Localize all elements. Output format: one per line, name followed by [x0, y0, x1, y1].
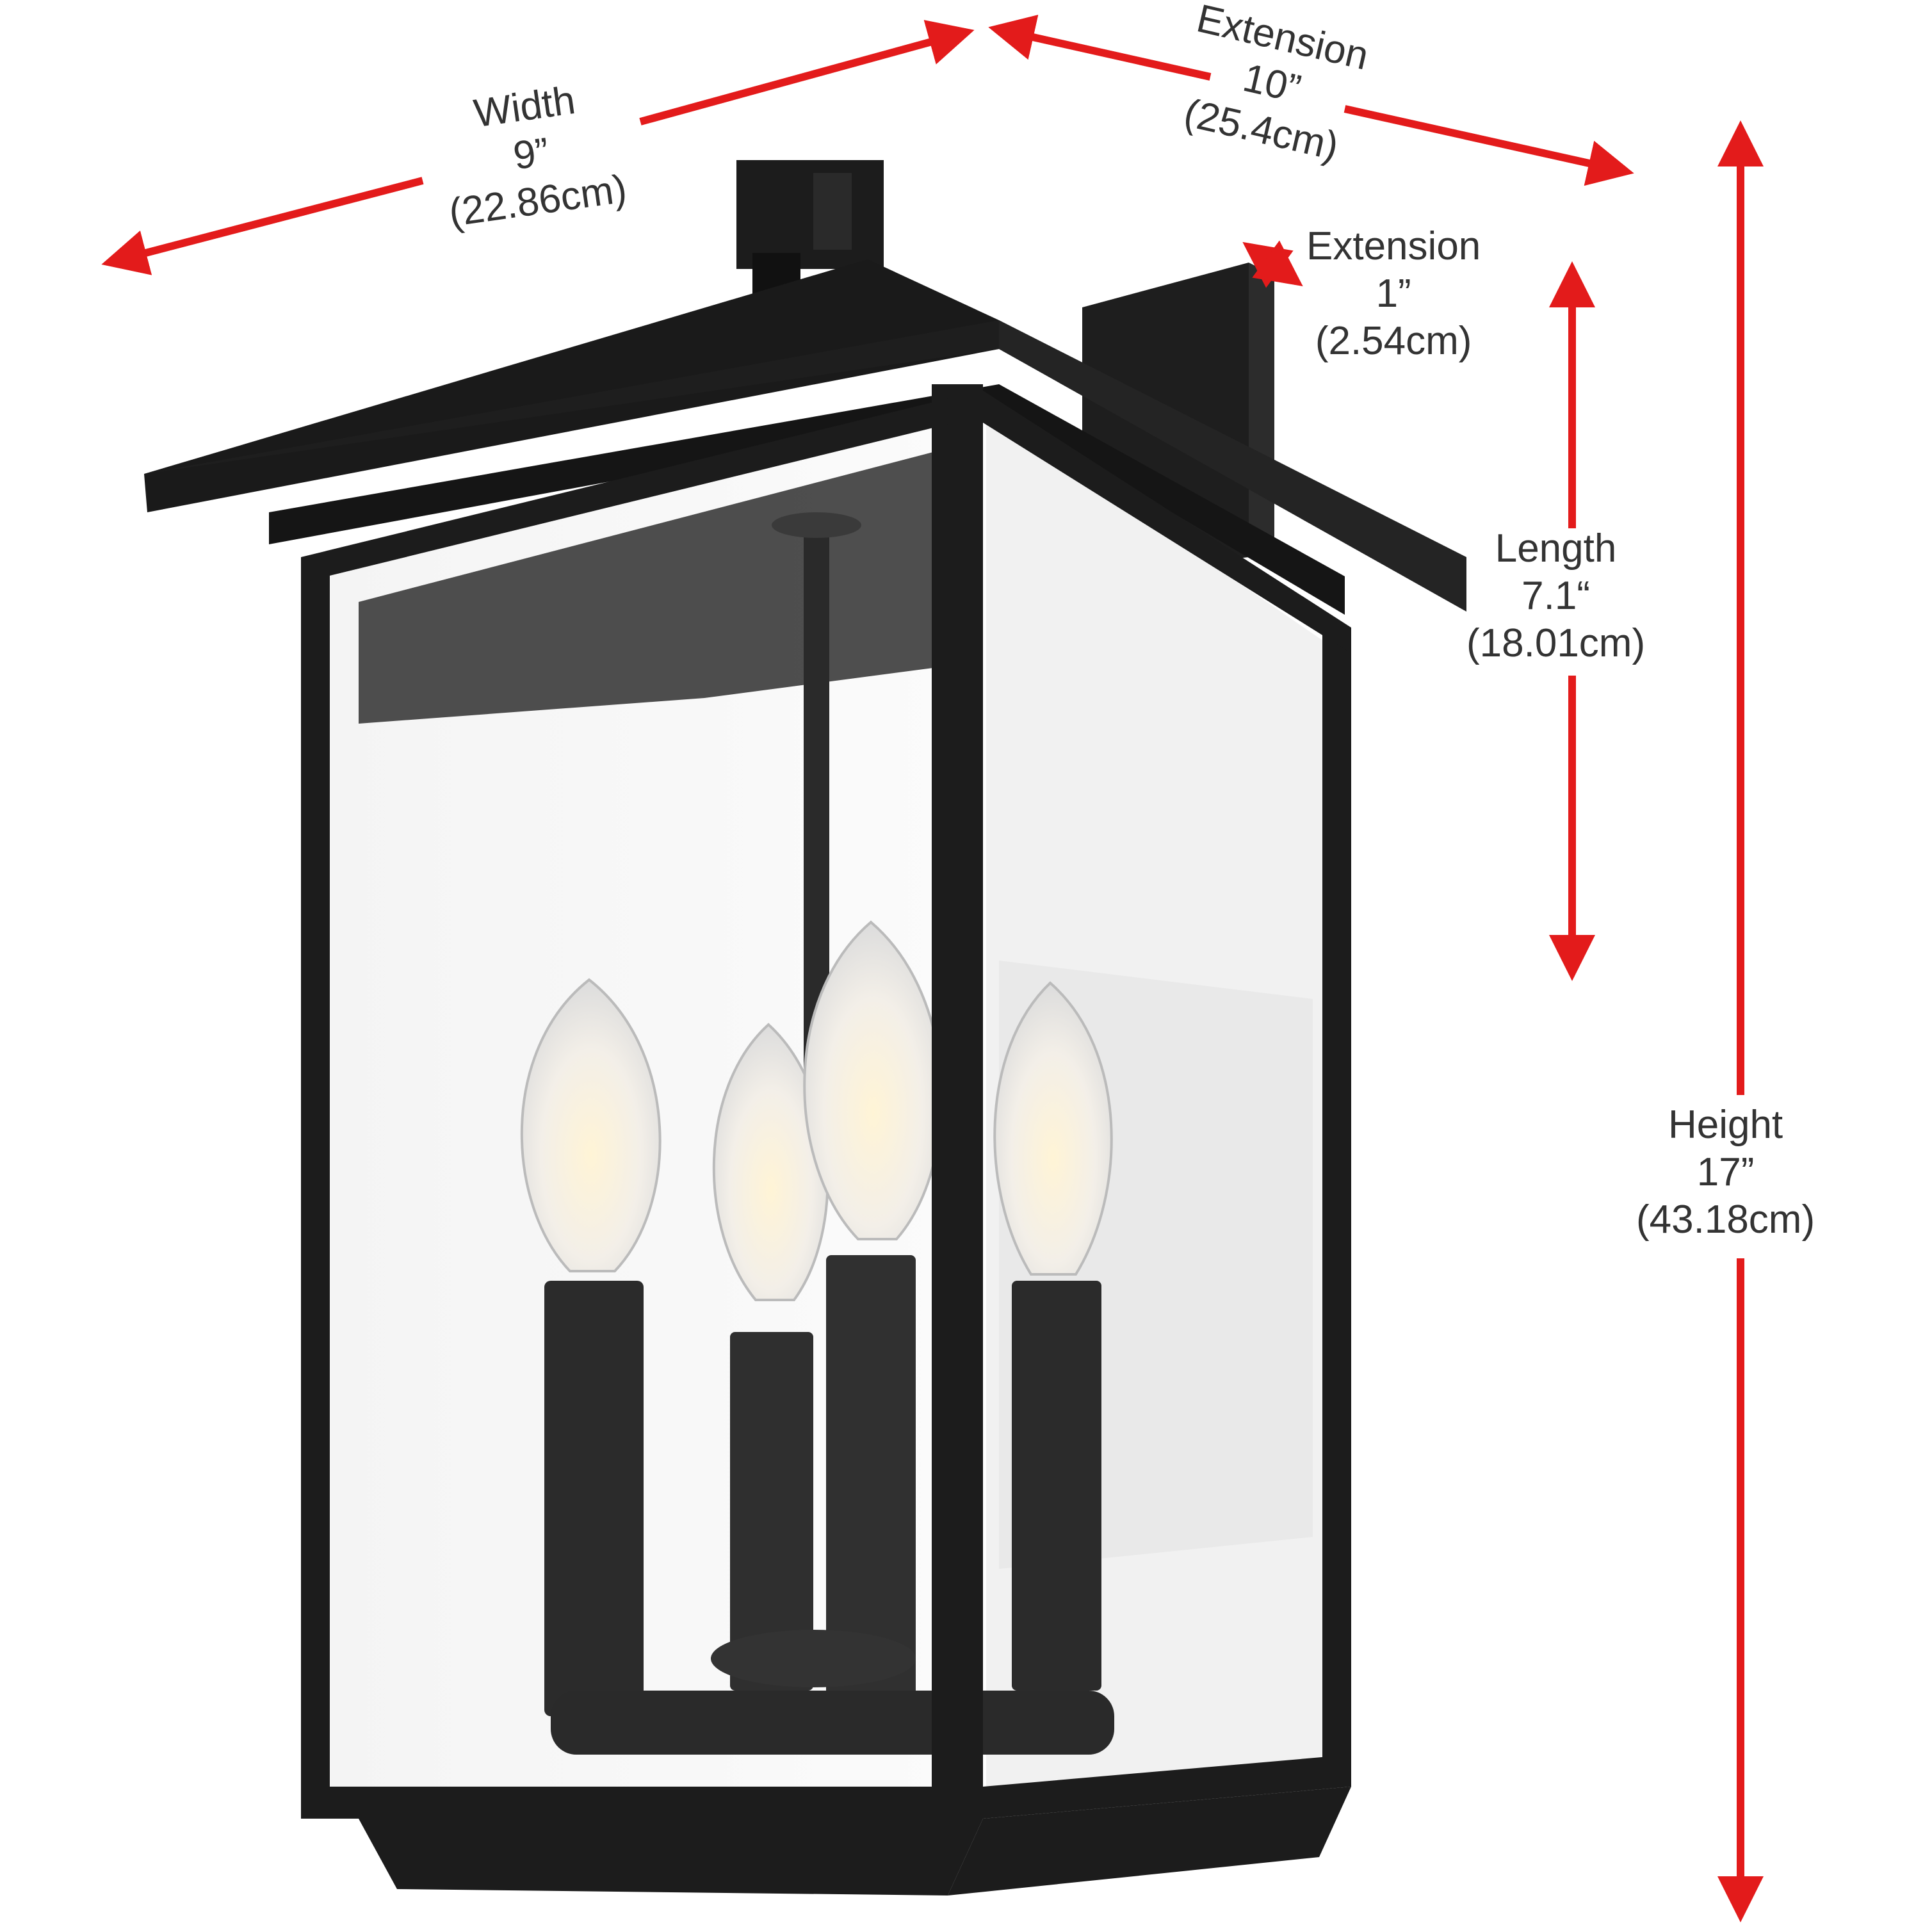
width-label: Width 9” (22.86cm) — [433, 72, 629, 238]
lantern-roof — [144, 259, 1466, 615]
extension-arrow-left — [988, 14, 1212, 81]
length-inches: 7.1“ — [1522, 574, 1590, 618]
backplate-title: Extension — [1306, 224, 1481, 268]
height-cm: (43.18cm) — [1636, 1197, 1815, 1242]
backplate-inches: 1” — [1376, 272, 1411, 316]
backplate-extension-label: Extension 1” (2.54cm) — [1306, 223, 1481, 365]
extension-arrow-right — [1343, 105, 1634, 186]
width-arrow-left — [101, 177, 424, 275]
lantern-frame — [301, 384, 1351, 1895]
length-cm: (18.01cm) — [1466, 621, 1646, 665]
length-title: Length — [1495, 526, 1617, 571]
candle-sockets — [544, 1255, 1114, 1755]
height-inches: 17” — [1696, 1150, 1755, 1194]
candle-bulbs — [520, 920, 1113, 1301]
width-arrow-right — [639, 20, 975, 126]
backplate-arrow — [1242, 240, 1303, 288]
length-label: Length 7.1“ (18.01cm) — [1466, 525, 1645, 667]
height-title: Height — [1668, 1103, 1783, 1147]
height-label: Height 17” (43.18cm) — [1636, 1101, 1815, 1244]
backplate-cm: (2.54cm) — [1315, 319, 1472, 363]
dimension-arrows — [101, 14, 1764, 1922]
